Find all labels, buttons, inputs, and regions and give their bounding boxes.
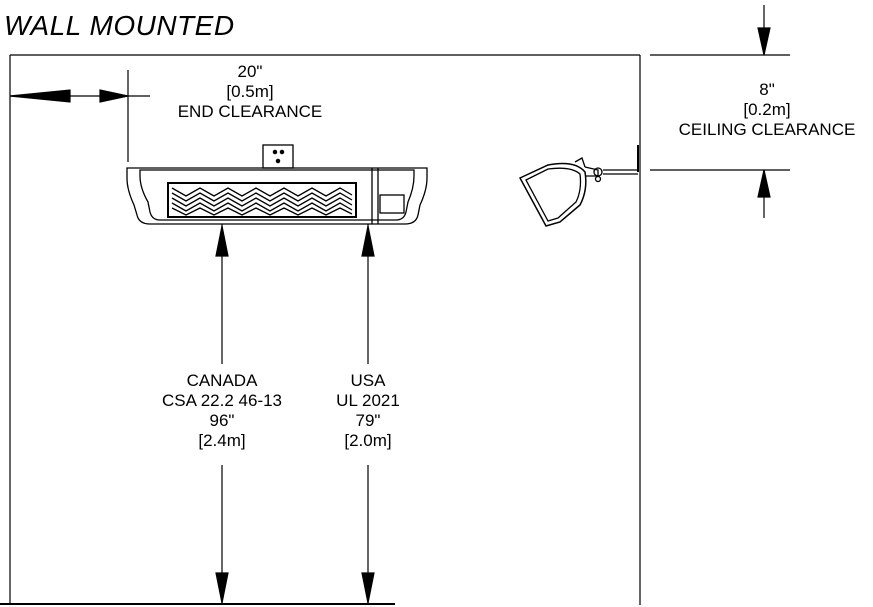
swivel-arm <box>584 166 599 177</box>
usa-height-dimension <box>361 224 375 604</box>
end-clearance-imperial: 20" <box>237 62 263 81</box>
arrowhead-up <box>757 169 771 198</box>
ceiling-clearance-label: 8" [0.2m] CEILING CLEARANCE <box>662 80 872 140</box>
arrowhead-up <box>361 225 375 257</box>
chevron-pattern <box>171 187 353 216</box>
usa-imperial: 79" <box>355 411 381 430</box>
room-outline <box>0 54 641 605</box>
usa-region: USA <box>350 371 386 390</box>
heater-grille <box>167 182 357 218</box>
mounting-bracket <box>262 144 294 169</box>
arrowhead-up <box>215 225 229 257</box>
arrowhead-down <box>361 572 375 604</box>
ceiling-clearance-imperial: 8" <box>759 80 775 99</box>
usa-clearance-label: USA UL 2021 79" [2.0m] <box>318 371 418 451</box>
heater-side-view <box>518 145 639 227</box>
arrowhead-right <box>99 89 129 103</box>
heater-housing <box>518 162 587 227</box>
arrowhead-down <box>215 572 229 604</box>
page-title: WALL MOUNTED <box>4 10 235 41</box>
canada-height-dimension <box>215 224 229 604</box>
control-box <box>379 194 405 214</box>
end-clearance-text: END CLEARANCE <box>177 102 323 121</box>
canada-imperial: 96" <box>209 411 235 430</box>
ceiling-clearance-dimension <box>650 5 790 218</box>
canada-standard: CSA 22.2 46-13 <box>161 391 283 410</box>
ceiling-clearance-text: CEILING CLEARANCE <box>678 120 856 139</box>
heater-front-view <box>126 144 428 225</box>
usa-standard: UL 2021 <box>336 391 400 410</box>
end-clearance-dimension <box>9 70 150 162</box>
canada-clearance-label: CANADA CSA 22.2 46-13 96" [2.4m] <box>132 371 312 451</box>
end-clearance-label: 20" [0.5m] END CLEARANCE <box>140 62 360 122</box>
usa-metric: [2.0m] <box>344 431 392 450</box>
canada-region: CANADA <box>186 371 258 390</box>
arrowhead-left <box>9 89 71 103</box>
heater-body <box>126 167 428 225</box>
arrowhead-down <box>757 27 771 56</box>
ceiling-clearance-metric: [0.2m] <box>743 100 791 119</box>
canada-metric: [2.4m] <box>198 431 246 450</box>
end-clearance-metric: [0.5m] <box>226 82 274 101</box>
